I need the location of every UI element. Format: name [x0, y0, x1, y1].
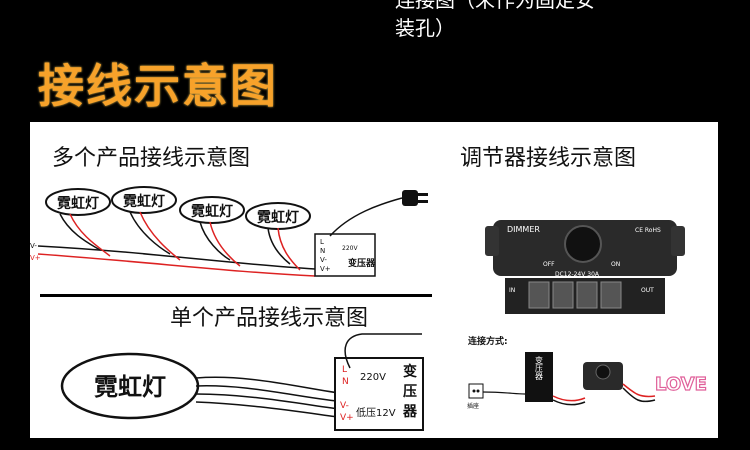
- connection-diagram: 插座 变压器 LOVE: [467, 352, 707, 410]
- single-transformer-label-2: 压: [403, 384, 417, 400]
- dimmer-off-label: OFF: [543, 261, 555, 268]
- plug-icon: [402, 190, 428, 206]
- multi-wires: [37, 211, 316, 277]
- page-title: 接线示意图: [38, 59, 278, 113]
- multi-lamp-3: 霓虹灯: [179, 196, 245, 224]
- dimmer-title: 调节器接线示意图: [460, 146, 637, 171]
- multi-lamp-2: 霓虹灯: [111, 186, 177, 214]
- single-pin-l: L: [342, 365, 347, 375]
- connection-transformer: 变压器: [525, 352, 553, 402]
- socket-label: 插座: [467, 402, 479, 410]
- connection-title: 连接方式:: [468, 337, 508, 347]
- top-caption-line-1: 连接图（未作为固定安: [395, 0, 595, 12]
- multi-voltage: 220V: [342, 245, 358, 252]
- dimmer-spec: DC12-24V 30A: [555, 271, 600, 278]
- single-output-voltage: 低压12V: [356, 406, 396, 419]
- connection-transformer-label: 变压器: [535, 355, 544, 381]
- top-caption-line-2: 装孔）: [395, 16, 455, 40]
- multi-lamp-4: 霓虹灯: [245, 202, 311, 230]
- dimmer-knob: [564, 225, 602, 263]
- multi-product-title: 多个产品接线示意图: [52, 146, 251, 171]
- single-transformer: L N V- V+ 220V 低压12V 变 压 器: [334, 357, 424, 431]
- dimmer-terminals: [528, 281, 622, 309]
- multi-lamp-4-label: 霓虹灯: [257, 209, 299, 226]
- single-lamp-label: 霓虹灯: [94, 373, 166, 401]
- diagram-panel: 多个产品接线示意图 调节器接线示意图 霓虹灯 霓虹灯 霓虹灯 霓虹灯: [30, 122, 718, 438]
- dimmer-device: DIMMER CE RoHS OFF ON DC12-24V 30A IN OU…: [485, 220, 685, 314]
- multi-lamp-1: 霓虹灯: [45, 188, 111, 216]
- dimmer-brand: DIMMER: [507, 225, 540, 234]
- multi-lamp-3-label: 霓虹灯: [191, 203, 233, 220]
- connection-dimmer: [583, 362, 623, 390]
- multi-pin-vplus: V+: [320, 265, 331, 273]
- dimmer-out-label: OUT: [641, 287, 654, 294]
- single-power-cord: [344, 333, 422, 369]
- single-pin-vminus: V-: [340, 401, 349, 411]
- multi-lamp-2-label: 霓虹灯: [123, 193, 165, 210]
- multi-pin-l: L: [320, 238, 324, 246]
- dimmer-in-label: IN: [509, 287, 515, 294]
- socket-icon: [468, 383, 484, 399]
- multi-pin-vminus: V-: [320, 256, 327, 264]
- multi-wire-v-plus: V+: [30, 254, 41, 262]
- single-product-title: 单个产品接线示意图: [170, 306, 369, 331]
- single-product-diagram: 霓虹灯 L N V- V+ 220V 低压12V 变 压 器: [60, 333, 424, 431]
- multi-wire-v-minus: V-: [30, 242, 37, 250]
- single-pin-vplus: V+: [340, 413, 354, 423]
- multi-plug-cord: [329, 197, 403, 237]
- single-pin-n: N: [342, 377, 349, 387]
- single-lamp: 霓虹灯: [60, 352, 200, 420]
- multi-pin-n: N: [320, 247, 325, 255]
- single-wires: [195, 376, 347, 419]
- single-transformer-label-3: 器: [402, 404, 418, 420]
- multi-lamp-1-label: 霓虹灯: [57, 195, 99, 212]
- love-neon-text: LOVE: [655, 374, 707, 395]
- top-caption: 连接图（未作为固定安 装孔）: [395, 0, 595, 42]
- multi-transformer-label: 变压器: [348, 257, 376, 269]
- dimmer-cert: CE RoHS: [635, 227, 661, 234]
- multi-product-diagram: 霓虹灯 霓虹灯 霓虹灯 霓虹灯 V- V+: [30, 186, 428, 277]
- single-input-voltage: 220V: [360, 372, 386, 383]
- dimmer-on-label: ON: [611, 261, 620, 268]
- section-divider: [40, 294, 432, 297]
- single-transformer-label-1: 变: [403, 363, 417, 380]
- multi-transformer: L N V- V+ 220V 变压器: [314, 233, 376, 277]
